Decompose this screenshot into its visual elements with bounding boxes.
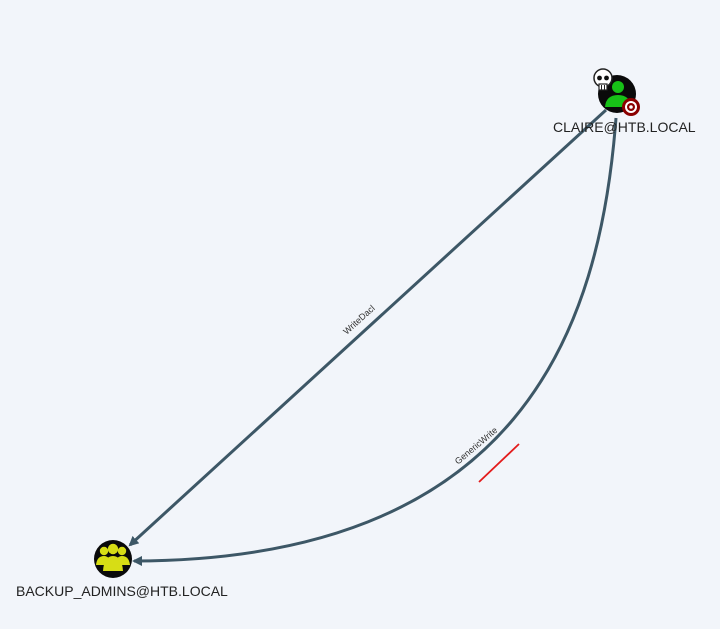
- skull-icon: [593, 68, 613, 91]
- edge-genericwrite[interactable]: GenericWrite: [132, 117, 618, 566]
- group-icon: [96, 543, 130, 571]
- annotation-underline: [478, 443, 520, 483]
- node-label-backup-admins: BACKUP_ADMINS@HTB.LOCAL: [16, 583, 228, 599]
- node-claire[interactable]: [593, 68, 640, 116]
- node-label-claire: CLAIRE@HTB.LOCAL: [553, 119, 696, 135]
- node-backup-admins[interactable]: [94, 540, 132, 578]
- target-icon: [622, 98, 640, 116]
- edge-writedacl[interactable]: WriteDacl: [128, 108, 608, 547]
- edge-label-genericwrite: GenericWrite: [453, 425, 500, 466]
- edge-label-writedacl: WriteDacl: [341, 303, 377, 336]
